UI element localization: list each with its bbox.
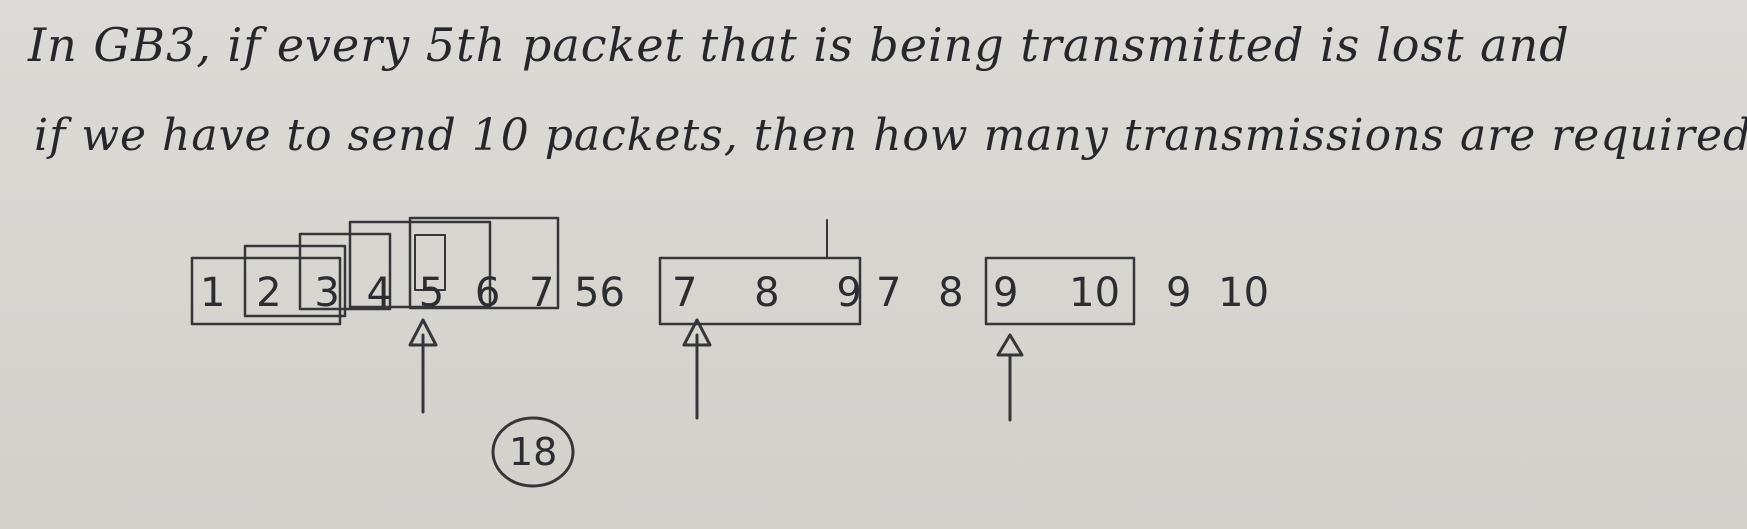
packet-5: 5 — [418, 270, 445, 316]
window-box-2 — [243, 244, 347, 318]
packet-8-w2: 8 — [754, 270, 780, 316]
lost-arrow-1 — [408, 318, 438, 414]
box-highlight-5 — [414, 234, 446, 291]
lost-arrow-2 — [682, 318, 712, 420]
packet-2: 2 — [256, 270, 282, 316]
packet-6-resend: 6 — [599, 270, 625, 316]
packet-4: 4 — [366, 270, 392, 316]
seq-window-3: 9 10 — [993, 270, 1120, 316]
packet-10-w3: 10 — [1069, 270, 1121, 316]
answer-value: 18 — [509, 430, 558, 474]
packet-7-w2: 7 — [672, 270, 698, 316]
packet-9-w2: 9 — [836, 270, 862, 316]
packet-8-resend: 8 — [938, 270, 964, 316]
window-box-3 — [298, 232, 392, 311]
question-line-2: if we have to send 10 packets, then how … — [34, 110, 1747, 161]
window-box-third — [984, 256, 1136, 326]
packet-0-resend: 0 — [1243, 270, 1270, 316]
question-line-1: In GB3, if every 5th packet that is bein… — [28, 18, 1570, 72]
answer-circle — [491, 416, 575, 488]
packet-9-w3: 9 — [993, 270, 1019, 316]
lost-arrow-3 — [996, 333, 1024, 422]
packet-1: 1 — [200, 270, 226, 316]
seq-resend-3: 9 10 — [1166, 270, 1269, 316]
seq-window-2: 7 8 9 — [672, 270, 862, 316]
packet-7: 7 — [529, 270, 555, 316]
packet-1-resend: 1 — [1218, 270, 1244, 316]
packet-5-resend: 5 — [574, 270, 600, 316]
packet-7-resend: 7 — [876, 270, 902, 316]
seq-window-1: 1 2 3 4 5 6 7 — [200, 270, 554, 316]
packet-6: 6 — [474, 270, 501, 316]
packet-3: 3 — [314, 270, 340, 316]
window-box-second — [658, 256, 862, 326]
seq-resend-2: 7 8 — [876, 270, 964, 316]
window-box-5 — [408, 216, 560, 310]
seq-resend-1: 56 — [574, 270, 625, 316]
window-box-1 — [190, 256, 342, 326]
packet-9-resend: 9 — [1166, 270, 1192, 316]
